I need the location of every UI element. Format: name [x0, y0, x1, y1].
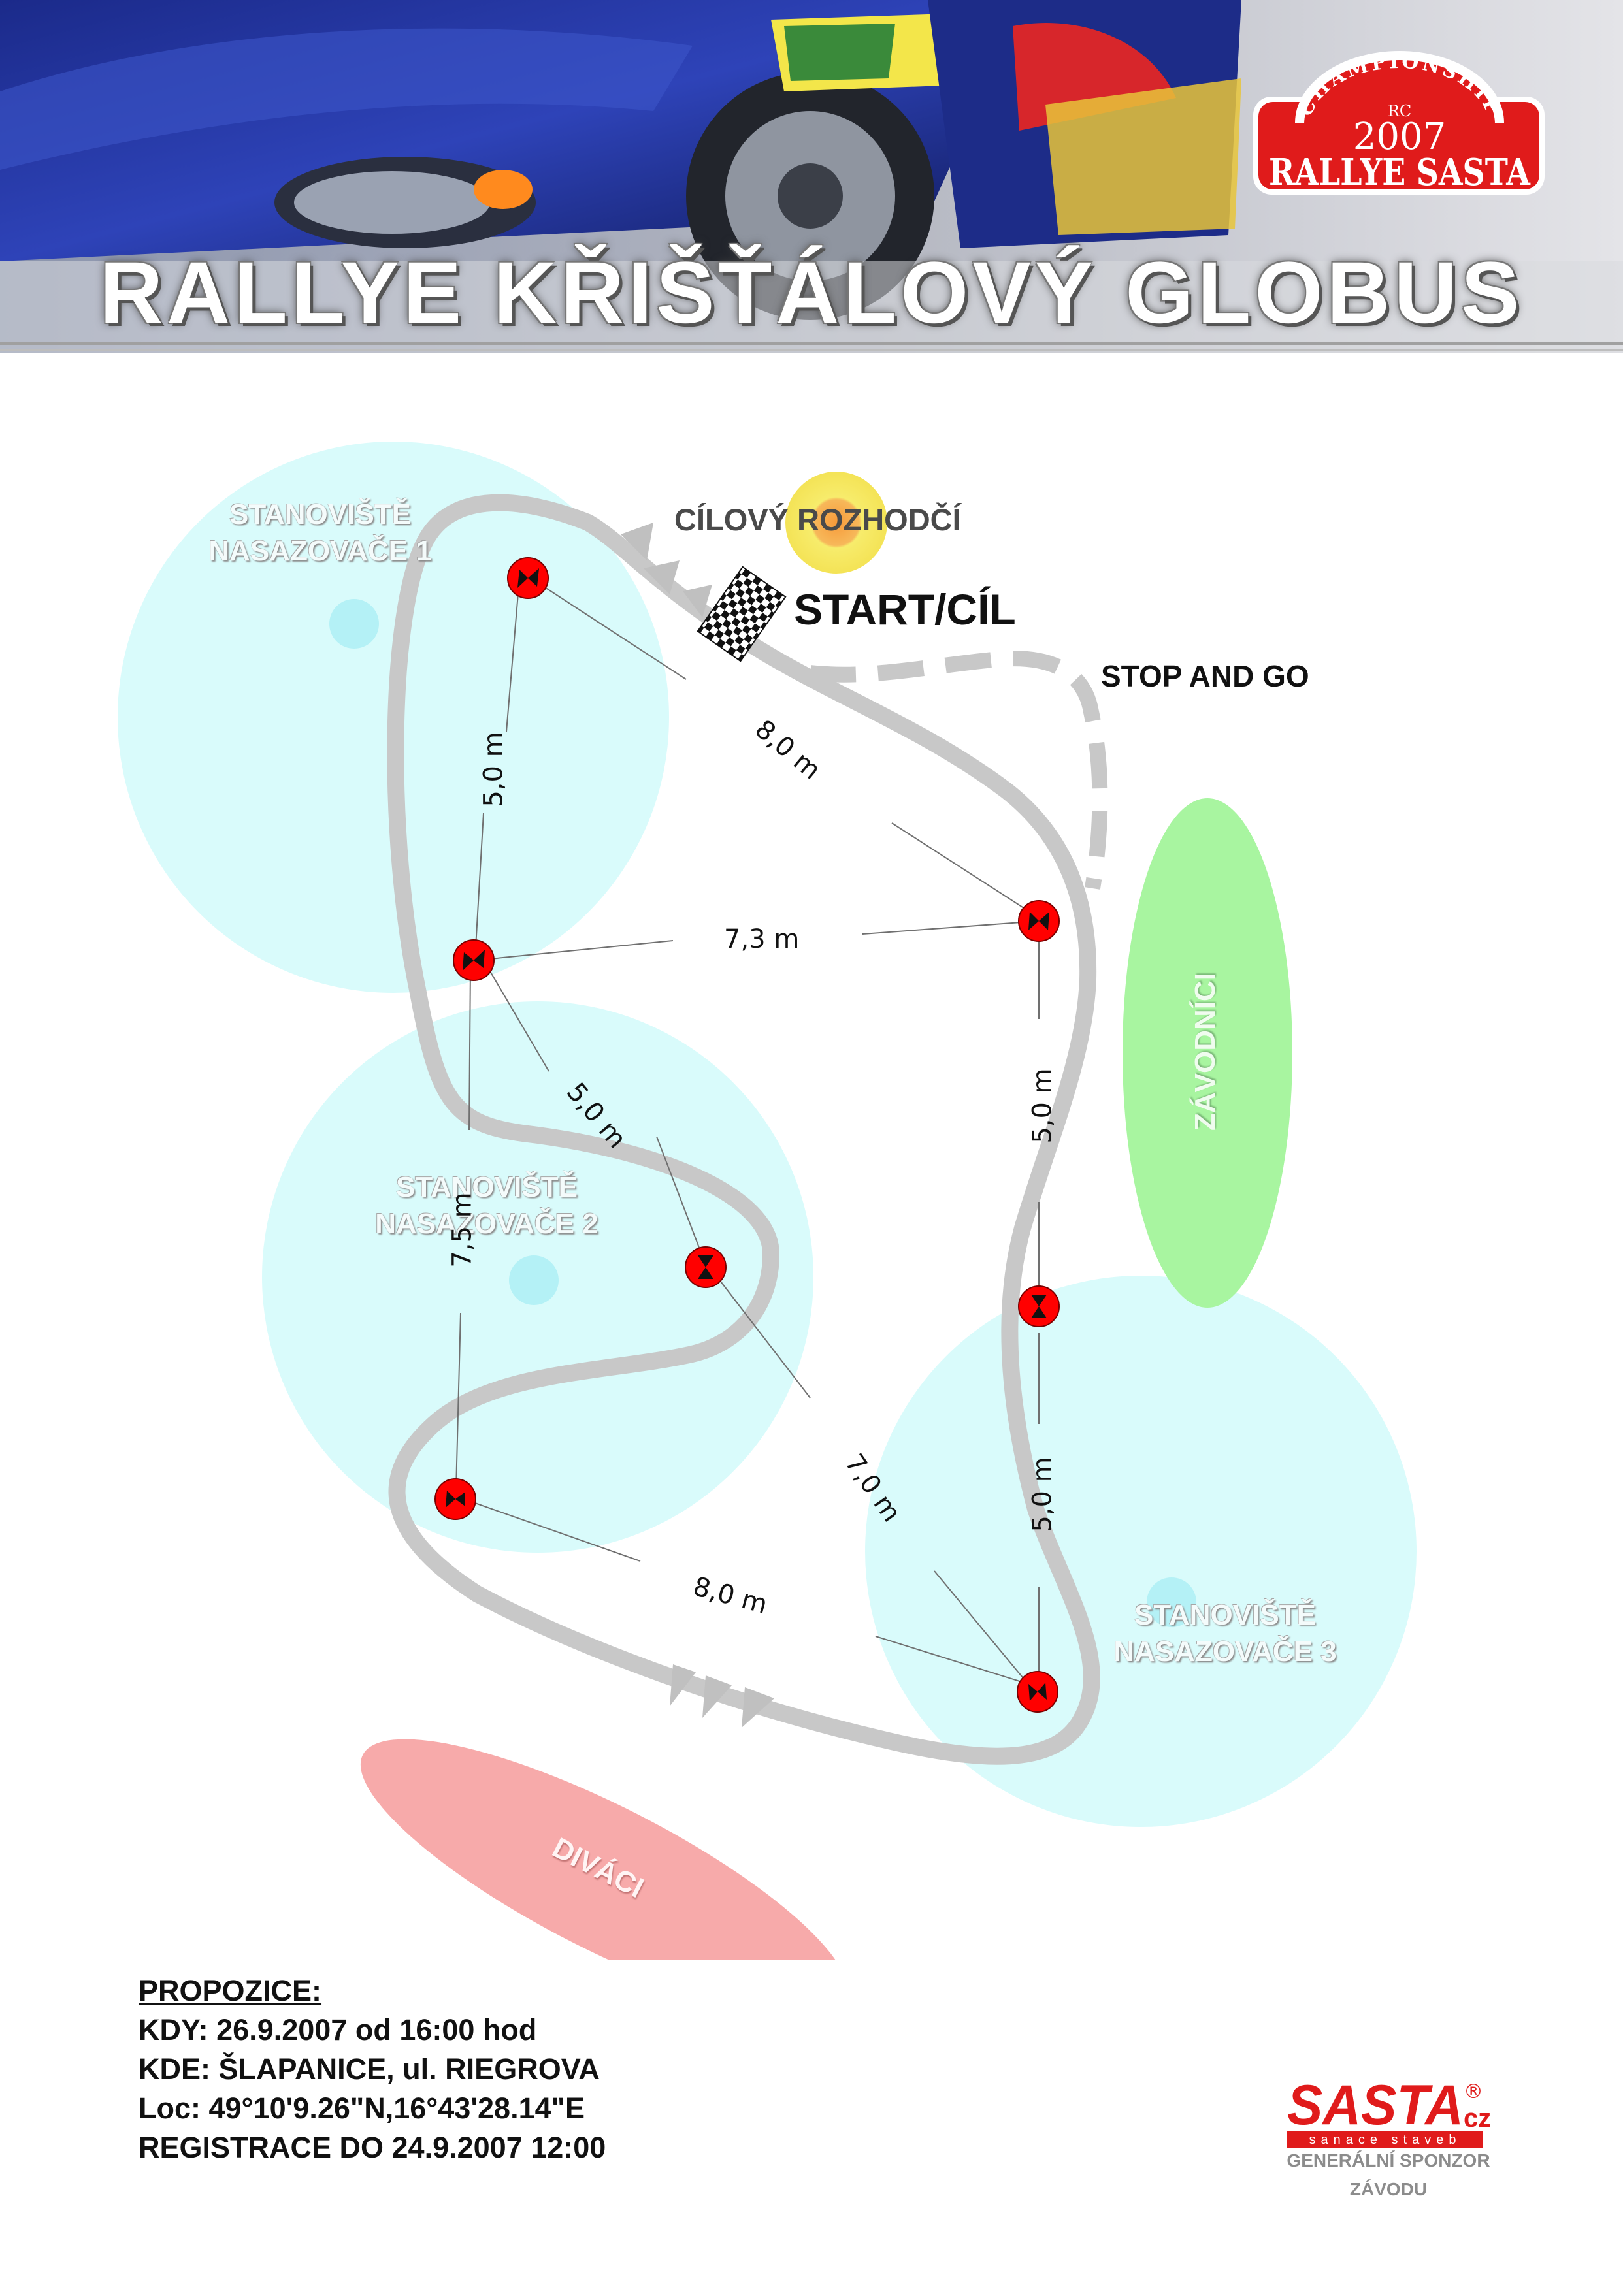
sponsor-caption: GENERÁLNÍ SPONZOR ZÁVODU: [1287, 2150, 1490, 2199]
sasta-logo: SASTA ® cz sanace staveb: [1287, 2074, 1491, 2148]
sponsor-logo-text: SASTA: [1287, 2074, 1464, 2137]
referee-label: CÍLOVÝ ROZHODČÍ: [674, 502, 961, 537]
direction-arrow-icon: [702, 1675, 732, 1718]
banner-divider-thin: [0, 349, 1623, 351]
badge-sub: RC: [1388, 102, 1411, 120]
spectators-area: [360, 1739, 849, 1960]
distance-label: 7,3 m: [724, 924, 800, 954]
info-where: KDE: ŠLAPANICE, ul. RIEGROVA: [139, 2052, 600, 2086]
distance-lines: [455, 577, 1040, 1686]
propositions-heading: PROPOZICE:: [139, 1974, 322, 2007]
gate-marker: [507, 557, 549, 599]
checkered-flag-icon: [697, 566, 787, 662]
gate-marker: [685, 1246, 727, 1288]
page-title: RALLYE KŘIŠŤÁLOVÝ GLOBUS: [99, 244, 1524, 342]
zone-center-dot-2: [509, 1255, 559, 1305]
info-registration: REGISTRACE DO 24.9.2007 12:00: [139, 2131, 606, 2164]
zone-label-nasazovace-3: STANOVIŠTĚ NASAZOVAČE 3: [1113, 1599, 1337, 1668]
direction-arrow-icon: [683, 585, 712, 617]
drivers-label: ZÁVODNÍCI: [1189, 973, 1221, 1131]
gate-marker: [1017, 1671, 1058, 1713]
direction-arrow-icon: [644, 560, 680, 594]
gates: [434, 557, 1060, 1713]
stop-and-go-lane: [809, 651, 1108, 890]
info-when: KDY: 26.9.2007 od 16:00 hod: [139, 2013, 537, 2046]
gate-marker: [434, 1478, 476, 1520]
track-map: [118, 442, 1417, 1960]
badge-name: RALLYE SASTA: [1269, 151, 1531, 194]
banner-divider: [0, 342, 1623, 345]
start-finish-label: START/CÍL: [794, 585, 1016, 634]
rallye-sasta-badge: CHAMPIONSHIP RC 2007 RALLYE SASTA: [1253, 51, 1545, 195]
gate-marker: [1018, 1285, 1060, 1327]
direction-arrow-icon: [670, 1664, 696, 1706]
distance-label: 5,0 m: [478, 732, 509, 807]
distance-label: 5,0 m: [1027, 1457, 1058, 1532]
gate-marker: [453, 939, 495, 981]
info-location: Loc: 49°10'9.26"N,16°43'28.14"E: [139, 2092, 585, 2125]
zone-center-dot-1: [329, 599, 379, 649]
distance-label: 5,0 m: [1027, 1068, 1058, 1144]
zone-label-nasazovace-2: STANOVIŠTĚ NASAZOVAČE 2: [375, 1171, 598, 1240]
distance-label: 7,5 m: [447, 1192, 478, 1268]
sponsor-suffix: cz: [1464, 2104, 1491, 2133]
zone-center-dot-3: [1147, 1577, 1196, 1627]
race-track: [387, 494, 1100, 1765]
header-banner: CHAMPIONSHIP RC 2007 RALLYE SASTA RALLYE…: [0, 0, 1623, 353]
sponsor-tagline: sanace staveb: [1309, 2133, 1462, 2147]
drivers-area: [1123, 798, 1292, 1308]
zone-nasazovace-3: [865, 1276, 1417, 1827]
referee-marker: [785, 472, 887, 574]
propositions: PROPOZICE: KDY: 26.9.2007 od 16:00 hod K…: [139, 1971, 606, 2167]
gate-marker: [1018, 900, 1060, 942]
direction-arrow-icon: [621, 523, 653, 560]
badge-year: 2007: [1353, 116, 1447, 158]
stop-and-go-label: STOP AND GO: [1101, 659, 1309, 693]
zone-label-nasazovace-1: STANOVIŠTĚ NASAZOVAČE 1: [208, 498, 432, 567]
registered-mark: ®: [1464, 2080, 1483, 2103]
direction-arrow-icon: [742, 1687, 774, 1728]
